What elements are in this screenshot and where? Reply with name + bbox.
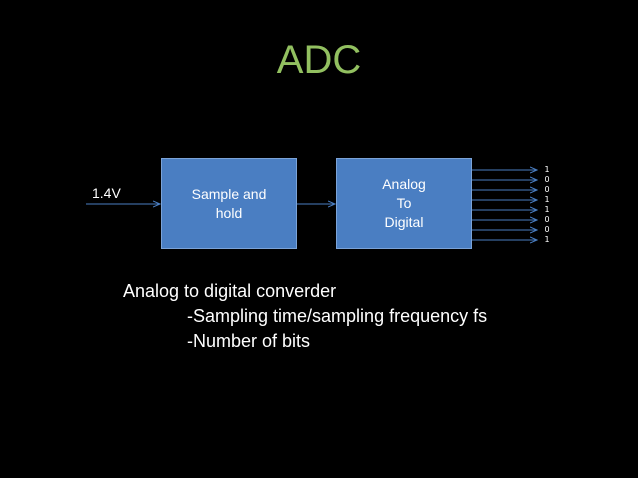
output-bit: 0 (544, 215, 550, 224)
slide-title: ADC (276, 38, 362, 82)
output-arrows (472, 170, 537, 240)
output-bit: 0 (544, 185, 550, 194)
output-bit: 0 (544, 225, 550, 234)
description-item: -Sampling time/sampling frequency fs (187, 306, 488, 326)
description-heading: Analog to digital converder (123, 281, 337, 301)
output-bit: 1 (544, 205, 550, 214)
input-voltage-label: 1.4V (92, 185, 121, 201)
analog-to-digital-block: Analog To Digital (336, 158, 472, 249)
sample-and-hold-block: Sample and hold (161, 158, 297, 249)
output-bit: 1 (544, 235, 550, 244)
description-item: -Number of bits (187, 331, 311, 351)
output-bit: 0 (544, 175, 550, 184)
adc-block-line2: To (396, 195, 412, 211)
sample-block-line2: hold (215, 204, 243, 221)
output-bit: 1 (544, 165, 550, 174)
adc-block-line3: Digital (384, 214, 424, 230)
output-bit: 1 (544, 195, 550, 204)
description: Analog to digital converder -Sampling ti… (123, 279, 487, 354)
adc-block-line1: Analog (382, 176, 426, 192)
sample-block-line1: Sample and (191, 185, 267, 202)
